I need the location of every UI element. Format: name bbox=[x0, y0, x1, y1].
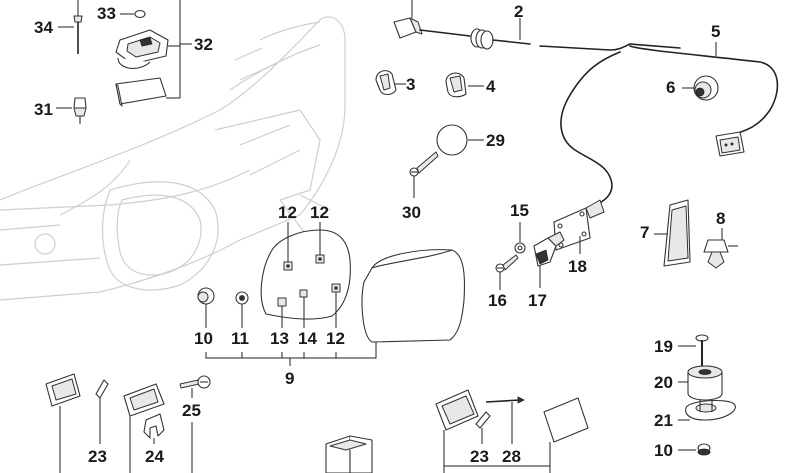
part-mirror-base-plate bbox=[260, 229, 351, 320]
part-31-clip bbox=[73, 97, 87, 124]
part-lamp-lens-right bbox=[435, 389, 479, 431]
part-29-cover-cap bbox=[436, 124, 468, 156]
part-15-washer bbox=[514, 242, 526, 254]
vehicle-body-outline bbox=[0, 16, 346, 301]
part-lamp-lens-mid bbox=[123, 383, 165, 417]
part-30-screw bbox=[409, 151, 439, 177]
callout-33: 33 bbox=[97, 4, 116, 23]
callout-19: 19 bbox=[654, 337, 673, 356]
callout-16: 16 bbox=[488, 291, 507, 310]
part-3-clip bbox=[375, 70, 397, 96]
callout-9: 9 bbox=[285, 369, 294, 388]
part-25-screw bbox=[179, 375, 211, 389]
callout-11: 11 bbox=[231, 329, 249, 348]
callout-2: 2 bbox=[514, 2, 523, 21]
callout-10-bottom: 10 bbox=[654, 441, 673, 460]
part-mirror-housing bbox=[361, 249, 466, 343]
part-10-bushing bbox=[197, 287, 215, 305]
part-1-connector bbox=[393, 17, 423, 39]
callout-23-left: 23 bbox=[88, 447, 107, 466]
callout-4: 4 bbox=[486, 77, 496, 96]
part-6-grommet bbox=[693, 75, 719, 101]
callout-5: 5 bbox=[711, 22, 720, 41]
part-17-adjuster-motor bbox=[533, 231, 565, 267]
part-21-mount-ring bbox=[685, 399, 736, 421]
part-4-clip bbox=[445, 72, 467, 98]
part-8-expansion-clip bbox=[703, 239, 738, 269]
callout-18: 18 bbox=[568, 257, 587, 276]
callout-1: 1 bbox=[412, 0, 421, 4]
part-23-gasket-right bbox=[475, 411, 491, 429]
callout-30: 30 bbox=[402, 203, 421, 222]
callout-23-right: 23 bbox=[470, 447, 489, 466]
callout-25: 25 bbox=[182, 401, 201, 420]
part-channel-bracket bbox=[325, 435, 373, 473]
callout-7: 7 bbox=[640, 223, 649, 242]
part-24-bracket-clip bbox=[143, 413, 165, 439]
part-2-wiring-harness bbox=[419, 28, 779, 205]
part-28-bulb-pin bbox=[485, 396, 525, 404]
part-10-bushing-lower bbox=[697, 443, 711, 456]
part-11-washer bbox=[235, 291, 249, 305]
part-5-connector-plug bbox=[715, 131, 745, 157]
part-32-lamp-housing bbox=[115, 29, 169, 107]
part-lamp-cover-far-right bbox=[543, 397, 589, 443]
part-7-triangle-cover bbox=[663, 199, 691, 267]
callout-13: 13 bbox=[270, 329, 289, 348]
part-33-seal bbox=[134, 9, 146, 19]
callout-3: 3 bbox=[406, 75, 415, 94]
callout-12-left: 12 bbox=[278, 203, 297, 222]
callout-12-bottom: 12 bbox=[326, 329, 345, 348]
callout-34: 34 bbox=[34, 18, 53, 37]
callout-6: 6 bbox=[666, 78, 675, 97]
part-19-bolt bbox=[695, 334, 709, 366]
callout-12-right: 12 bbox=[310, 203, 329, 222]
callout-28: 28 bbox=[502, 447, 521, 466]
callout-15: 15 bbox=[510, 201, 529, 220]
callout-14: 14 bbox=[298, 329, 317, 348]
callout-29: 29 bbox=[486, 131, 505, 150]
callout-17: 17 bbox=[528, 291, 547, 310]
callout-8: 8 bbox=[716, 209, 725, 228]
part-20-socket-housing bbox=[687, 365, 723, 401]
part-18-mounting-plate bbox=[553, 199, 605, 251]
callout-32: 32 bbox=[194, 35, 213, 54]
callout-21: 21 bbox=[654, 411, 673, 430]
callout-10-top: 10 bbox=[194, 329, 213, 348]
callout-24: 24 bbox=[145, 447, 164, 466]
part-lamp-lens-left bbox=[45, 373, 81, 407]
callout-31: 31 bbox=[34, 100, 53, 119]
part-16-screw bbox=[495, 254, 519, 273]
callout-20: 20 bbox=[654, 373, 673, 392]
part-23-gasket-left bbox=[95, 379, 109, 399]
part-34-pin bbox=[73, 0, 83, 54]
